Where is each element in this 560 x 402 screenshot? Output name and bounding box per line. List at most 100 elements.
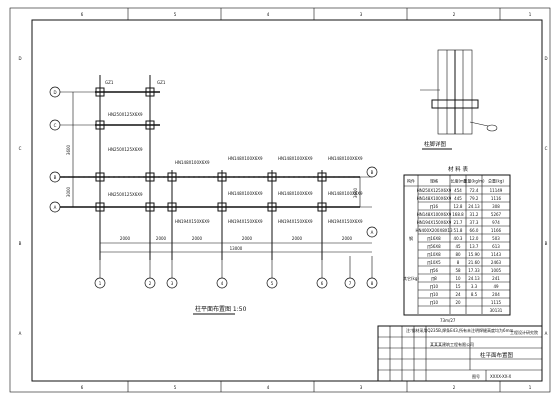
table-frame — [403, 174, 511, 316]
table-cell: 30131 — [490, 308, 503, 313]
zone-number-bottom: 1 — [529, 385, 532, 390]
table-cell: 204 — [492, 292, 500, 297]
zone-number-bottom: 2 — [453, 385, 456, 390]
table-cell: 308 — [492, 204, 500, 209]
axis-bubble — [366, 226, 378, 238]
table-cell: 37.3 — [470, 220, 479, 225]
table-cell: 31.2 — [470, 212, 479, 217]
table-cell: 15 — [455, 284, 461, 289]
zone-letter-left: A — [19, 331, 22, 336]
axis-label: 2 — [149, 281, 152, 286]
axis-bubble — [366, 166, 378, 178]
zone-letter-right: D — [544, 56, 547, 61]
axis-label: A — [371, 230, 374, 235]
table-cell: 1115 — [491, 300, 502, 305]
detail-bolt — [486, 124, 498, 132]
columns-group — [95, 87, 327, 212]
dim-value: 2000 — [156, 236, 167, 241]
table-cell: 454 — [454, 188, 462, 193]
axis-label: C — [54, 123, 57, 128]
table-cell: HN400X200X8X13 — [415, 228, 453, 233]
table-cell: 17.33 — [468, 268, 480, 273]
table-cell: 1166 — [491, 228, 502, 233]
table-cell: 钢 — [409, 235, 413, 241]
plan-title: 柱平面布置图 1:50 — [195, 305, 247, 313]
column-base-detail: 柱脚详图 — [420, 49, 498, 150]
inner-border — [31, 19, 543, 382]
table-cell: ∏16X8 — [427, 236, 441, 241]
table-cell: ∏56X8 — [427, 244, 441, 249]
zone-letter-left: B — [19, 241, 22, 246]
col-tag: HN250X125X6X9 — [108, 112, 143, 117]
table-header: 总重(kg) — [488, 178, 504, 184]
axis-bubble — [49, 171, 61, 183]
axis-bubble — [166, 277, 178, 289]
table-cell: HN194X150X6X9 — [417, 220, 452, 225]
zone-letter-right: C — [545, 146, 548, 151]
dim-right: 3600 — [353, 187, 358, 198]
axis-bubble — [344, 277, 356, 289]
tb-number: XXXX-XX-X — [490, 374, 512, 379]
table-cell: 24.13 — [468, 276, 480, 281]
col-tag: GZ1 — [105, 80, 114, 85]
dim-left-2: 3000 — [66, 186, 71, 197]
col-tag: GZ1 — [157, 80, 166, 85]
zone-number-top: 2 — [453, 12, 456, 17]
axis-bubbles-right: BA — [366, 166, 378, 238]
tb-project: 某某某建筑工程有限公司 — [430, 341, 474, 347]
table-cell: ∏10 — [430, 284, 439, 289]
col-tag: HN148X100X6X9 — [328, 156, 363, 161]
table-cell: ∏10 — [430, 292, 439, 297]
col-tag: HN148X100X6X9 — [278, 156, 313, 161]
table-cell: ∏16 — [430, 204, 439, 209]
table-cell: 21.60 — [468, 260, 480, 265]
zone-number-top: 1 — [529, 12, 532, 17]
axis-bubble — [49, 201, 61, 213]
zone-number-bottom: 4 — [267, 385, 270, 390]
axis-bubble — [216, 277, 228, 289]
col-tag: HN148X100X6X9 — [328, 191, 363, 196]
table-cell: 40.3 — [454, 236, 463, 241]
table-title: 材 料 表 — [448, 165, 468, 173]
table-cell: 974 — [492, 220, 500, 225]
detail-baseplate — [431, 99, 479, 109]
axis-label: 7 — [349, 281, 352, 286]
detail-leader-2 — [469, 121, 489, 127]
table-cell: 80 — [455, 252, 461, 257]
table-cell: 12.8 — [454, 204, 463, 209]
table-cell: 49 — [493, 284, 499, 289]
table-header: 重量(kg/m) — [463, 178, 485, 184]
axis-label: 6 — [321, 281, 324, 286]
table-cell: 503 — [492, 236, 500, 241]
table-cell: 51.8 — [454, 228, 463, 233]
zone-number-bottom: 5 — [174, 385, 177, 390]
dim-total: 13000 — [230, 246, 243, 251]
dim-value: 2000 — [192, 236, 203, 241]
axis-bubble — [94, 277, 106, 289]
table-cell: 13.7 — [470, 244, 479, 249]
table-cell: 21.7 — [454, 220, 463, 225]
col-tag: HN194X150X6X9 — [278, 219, 313, 224]
axis-bubble — [144, 277, 156, 289]
table-cell: 24.13 — [468, 204, 480, 209]
detail-title: 柱脚详图 — [424, 140, 447, 148]
zone-letter-right: A — [545, 331, 548, 336]
table-cell: 10 — [455, 276, 461, 281]
table-cell: 45 — [455, 244, 461, 249]
table-cell: HN250X125X6X9 — [417, 188, 452, 193]
col-tag: HN148X100X6X9 — [175, 160, 210, 165]
axis-label: 3 — [171, 281, 174, 286]
zone-number-bottom: 3 — [360, 385, 363, 390]
table-cell: 5267 — [491, 212, 502, 217]
table-cell: 24 — [455, 292, 461, 297]
tb-label: 图号 — [472, 373, 480, 379]
col-tag: HN250X125X6X9 — [108, 147, 143, 152]
table-cell: HN148X100X6X9 — [417, 196, 452, 201]
dim-value: 2000 — [342, 236, 353, 241]
col-tag: HN148X100X6X9 — [278, 191, 313, 196]
axis-bubble — [316, 277, 328, 289]
